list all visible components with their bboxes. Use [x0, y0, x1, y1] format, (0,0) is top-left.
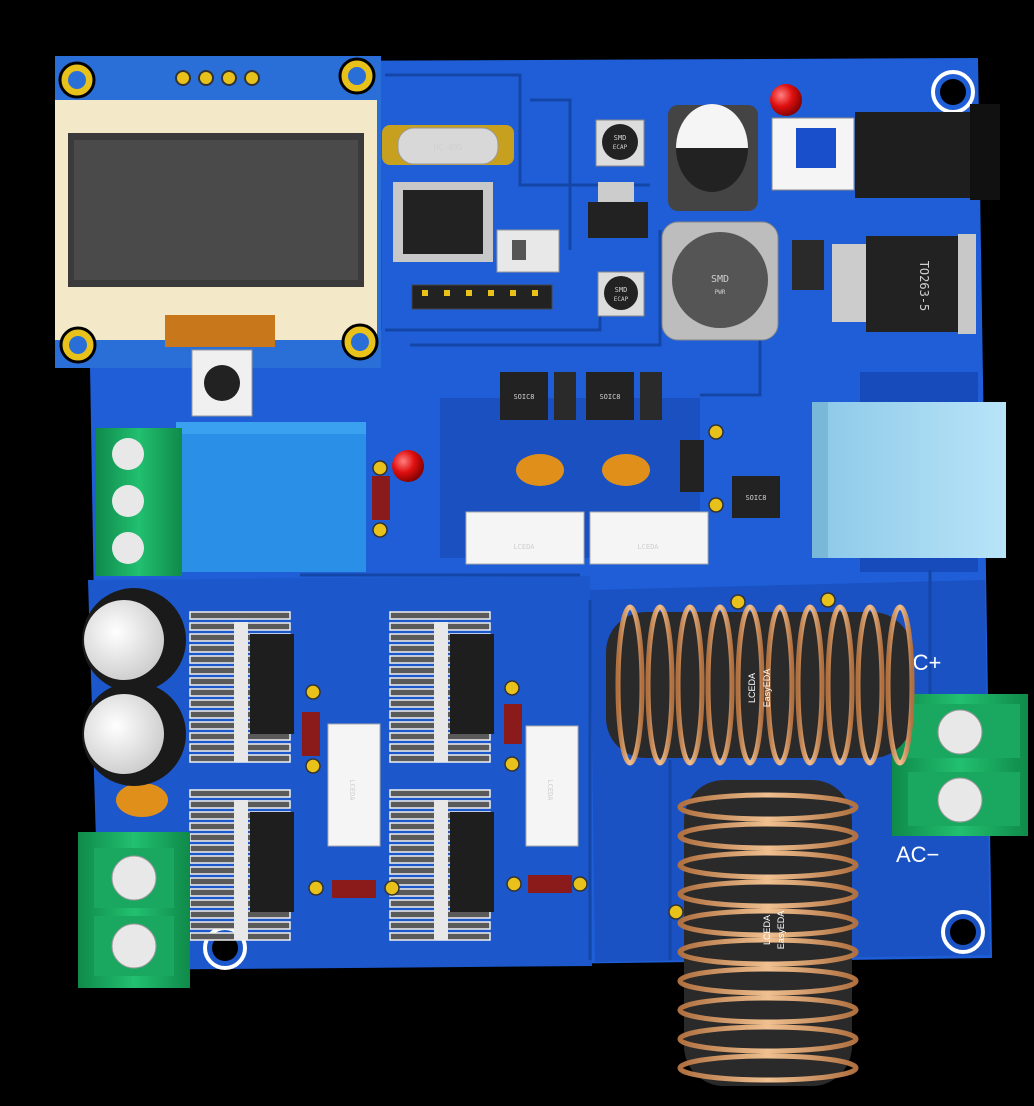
heatsink [189, 789, 294, 941]
connector-label: LCEDA [348, 779, 356, 801]
soic-chip: SOIC8 [586, 372, 634, 420]
crystal-oscillator: HC-49S [382, 125, 514, 165]
smd-diode [640, 372, 662, 420]
ceramic-capacitor [116, 783, 168, 817]
voltage-regulator [588, 182, 648, 238]
oled-display-module [55, 56, 381, 368]
power-switch [771, 117, 855, 191]
smd-capacitor: SMD ECAP [597, 271, 645, 317]
terminal-block-ac [892, 694, 1028, 836]
heatsink [389, 611, 494, 763]
smd-diode [792, 240, 824, 290]
smd-cap-sublabel: ECAP [614, 296, 629, 303]
toroid-label: LCEDA [747, 673, 757, 703]
slide-switch-knob [512, 240, 526, 260]
mosfet-heatsinks [189, 611, 494, 941]
smd-cap-label: SMD [614, 134, 627, 142]
transformer [812, 402, 1006, 558]
terminal-block-3pos [96, 428, 182, 576]
push-button [191, 349, 253, 417]
pin-header-pins [422, 290, 538, 296]
electrolytic-capacitor [82, 588, 186, 692]
inductor-label: SMD [711, 274, 729, 285]
inductor-sublabel: PWR [715, 289, 726, 296]
jst-connector: LCEDA [465, 511, 585, 565]
soic-chip: SOIC8 [500, 372, 548, 420]
toroid-label: EasyEDA [776, 911, 786, 950]
pin-header [411, 284, 553, 310]
connector-label: LCEDA [513, 543, 535, 551]
toroid-label: EasyEDA [762, 669, 772, 708]
relay [176, 422, 366, 572]
mosfet [450, 812, 494, 912]
mounting-hole [941, 910, 985, 954]
rectifier-diode [504, 704, 522, 744]
connector-label: LCEDA [637, 543, 659, 551]
rectifier-diode [528, 875, 572, 893]
soic-label: SOIC8 [745, 494, 766, 502]
jumper-header [680, 440, 704, 492]
smd-cap-label: SMD [615, 286, 628, 294]
heatsink [389, 789, 494, 941]
rectifier-diode [372, 476, 390, 520]
toroid-inductor: LCEDA EasyEDA [677, 780, 859, 1086]
smd-cap-sublabel: ECAP [613, 144, 628, 151]
to263-label: TO263-5 [917, 261, 931, 312]
dc-power-jack [855, 104, 1000, 200]
crystal-label: HC-49S [434, 143, 463, 152]
red-led [770, 84, 802, 116]
jst-connector: LCEDA [589, 511, 709, 565]
red-led [392, 450, 424, 482]
slide-switch [496, 229, 560, 273]
microcontroller-chip [393, 182, 493, 262]
electrolytic-capacitor [82, 682, 186, 786]
soic-label: SOIC8 [599, 393, 620, 401]
rectifier-diode [302, 712, 320, 756]
ac-minus-label: AC− [896, 842, 939, 867]
mosfet [450, 634, 494, 734]
heatsink [189, 611, 294, 763]
ceramic-capacitor [516, 454, 564, 486]
ceramic-capacitor [602, 454, 650, 486]
smd-power-inductor: SMD PWR [661, 221, 779, 341]
soic-label: SOIC8 [513, 393, 534, 401]
toroid-inductor: LCEDA EasyEDA [606, 604, 915, 766]
mosfet [250, 812, 294, 912]
connector-label: LCEDA [546, 779, 554, 801]
smd-capacitor: SMD ECAP [595, 119, 645, 167]
rectifier-diode [332, 880, 376, 898]
electrolytic-capacitor [668, 104, 758, 211]
terminal-block-2pos [78, 832, 190, 988]
solder-pads [305, 424, 836, 920]
toroid-label: LCEDA [762, 915, 772, 945]
smd-diode [554, 372, 576, 420]
jst-connector-vertical: LCEDA [327, 723, 381, 847]
jst-connector-vertical: LCEDA [525, 725, 579, 847]
mosfet [250, 634, 294, 734]
to263-regulator: TO263-5 [832, 234, 976, 334]
soic-chip: SOIC8 [732, 476, 780, 518]
